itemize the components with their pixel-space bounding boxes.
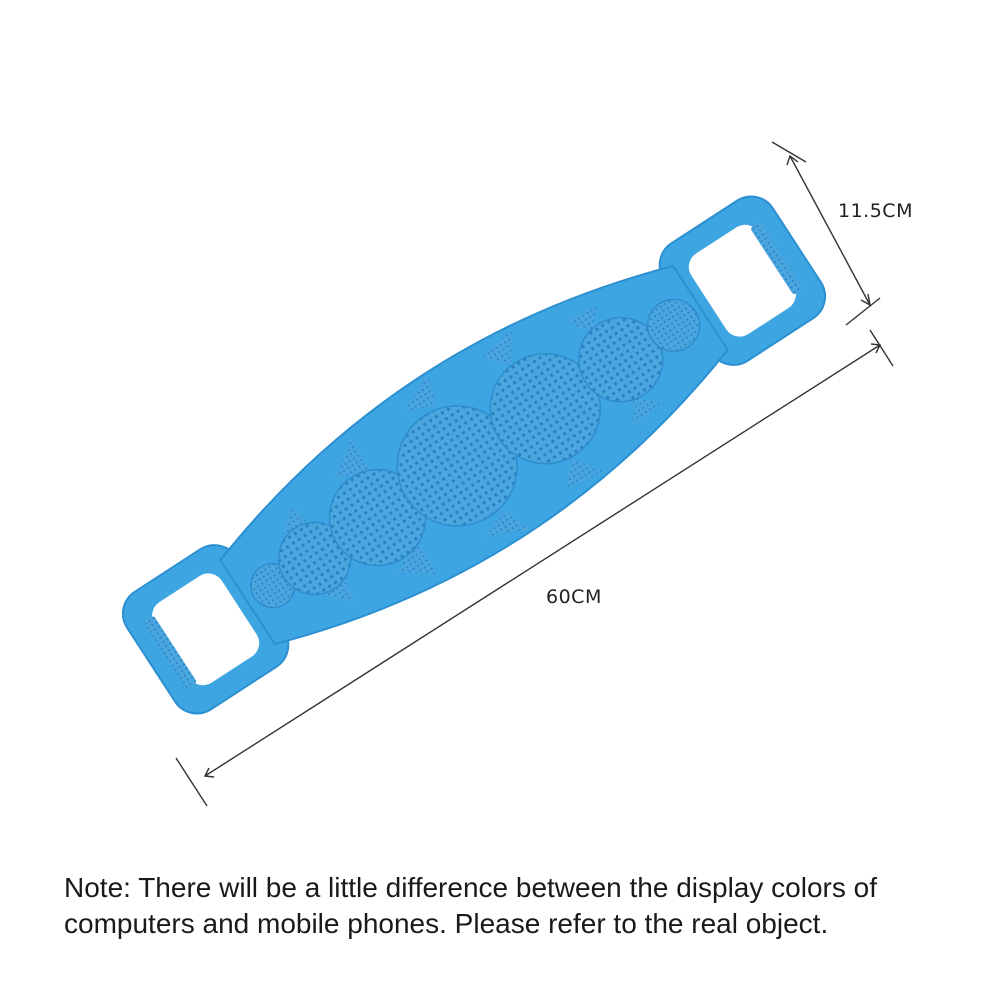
bristle-circles: [249, 298, 701, 609]
scrubber-body: [121, 195, 827, 715]
dimension-lines: [175, 141, 894, 807]
note-line-1: Note: There will be a little difference …: [64, 872, 877, 903]
length-dimension-label: 60CM: [546, 586, 602, 608]
width-dimension-label: 11.5CM: [838, 200, 913, 222]
color-disclaimer-note: Note: There will be a little difference …: [64, 870, 964, 942]
note-line-2: computers and mobile phones. Please refe…: [64, 908, 829, 939]
